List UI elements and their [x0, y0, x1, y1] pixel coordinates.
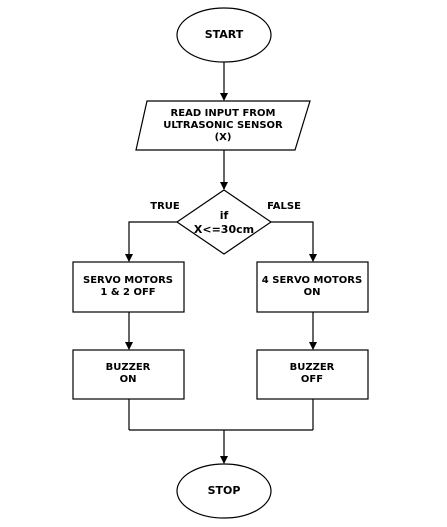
connector-true-branch: [125, 221, 177, 262]
true-branch-label: TRUE: [150, 201, 180, 212]
servo-on-label: 4 SERVO MOTORS ON: [262, 275, 362, 299]
input-label-line1: READ INPUT FROM: [170, 108, 276, 119]
input-label: READ INPUT FROM ULTRASONIC SENSOR (X): [163, 108, 283, 144]
false-branch-label: FALSE: [267, 201, 301, 212]
decision-label-line2: X<=30cm: [193, 223, 255, 236]
buzzer-on-process: [72, 349, 185, 400]
servo-on-label-line2: ON: [303, 287, 321, 298]
connector-false-branch: [271, 221, 317, 262]
decision-label-line1: if: [219, 209, 229, 222]
decision-diamond: [175, 189, 273, 255]
servo-off-label-line1: SERVO MOTORS: [83, 275, 173, 286]
buzzer-off-process: [256, 349, 369, 400]
servo-on-label-line1: 4 SERVO MOTORS: [261, 275, 363, 286]
servo-off-label: SERVO MOTORS 1 & 2 OFF: [83, 275, 173, 299]
buzzer-off-label: BUZZER OFF: [290, 362, 335, 386]
servo-off-label-line2: 1 & 2 OFF: [100, 287, 156, 298]
buzzer-on-label: BUZZER ON: [106, 362, 151, 386]
input-label-line2: ULTRASONIC SENSOR: [163, 120, 283, 131]
start-label: START: [204, 28, 244, 41]
stop-label: STOP: [207, 484, 241, 497]
buzzer-on-label-line1: BUZZER: [105, 362, 151, 373]
buzzer-on-label-line2: ON: [119, 374, 137, 385]
stop-terminal: [176, 463, 272, 519]
buzzer-off-label-line2: OFF: [300, 374, 324, 385]
input-parallelogram: [135, 100, 311, 151]
input-label-line3: (X): [214, 132, 232, 143]
buzzer-off-label-line1: BUZZER: [289, 362, 335, 373]
servo-on-process: [256, 261, 369, 313]
decision-label: if X<=30cm: [194, 209, 254, 237]
